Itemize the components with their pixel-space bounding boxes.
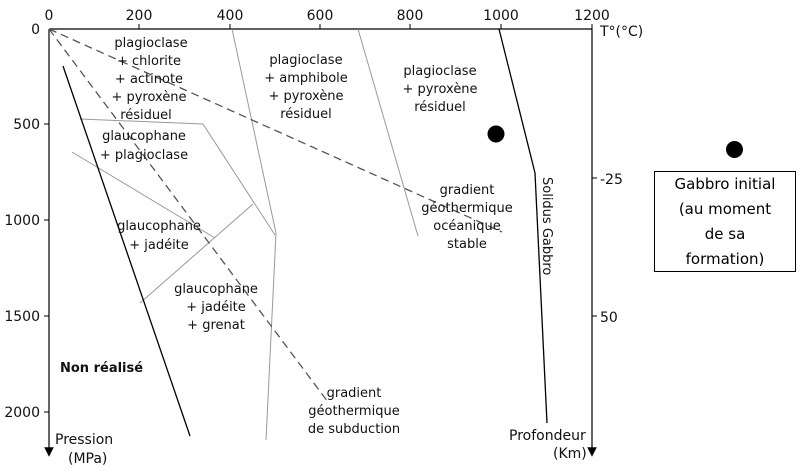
- svg-text:résiduel: résiduel: [414, 100, 466, 115]
- boundary-line: [139, 203, 254, 304]
- legend-line: (au moment: [678, 199, 772, 218]
- svg-text:+ grenat: + grenat: [187, 318, 245, 333]
- boundary-line: [231, 28, 277, 234]
- svg-text:gradient: gradient: [327, 386, 382, 401]
- non-realise-boundary: [62, 65, 191, 437]
- oceanic-gradient-label: gradient géothermique océanique stable: [421, 183, 512, 252]
- temperature-tick: 1000: [483, 8, 519, 24]
- pressure-tick: 1000: [4, 213, 40, 229]
- depth-tick: -25: [600, 172, 623, 188]
- svg-text:géothermique: géothermique: [421, 201, 512, 216]
- subduction-gradient-label: gradient géothermique de subduction: [308, 386, 400, 437]
- boundary-line: [79, 118, 276, 236]
- solidus-line: [498, 28, 548, 424]
- pressure-tick: 0: [31, 22, 40, 38]
- non-realise-label: Non réalisé: [60, 361, 143, 376]
- depth-axis-unit: (Km): [553, 446, 587, 462]
- pressure-axis-label: Pression: [55, 432, 113, 448]
- pressure-axis-unit: (MPa): [68, 451, 107, 467]
- svg-text:+ pyroxène: + pyroxène: [111, 90, 186, 105]
- legend-box: Gabbro initial (au moment de sa formatio…: [654, 171, 796, 272]
- svg-text:glaucophane: glaucophane: [174, 282, 258, 297]
- legend-line: de sa: [704, 224, 746, 243]
- gabbro-marker: [487, 125, 505, 143]
- temperature-tick: 800: [397, 8, 424, 24]
- pressure-tick: 500: [13, 117, 40, 133]
- boundary-line: [265, 232, 277, 441]
- legend-line: Gabbro initial: [674, 174, 776, 193]
- svg-text:océanique: océanique: [433, 219, 500, 234]
- temperature-tick: 200: [126, 8, 153, 24]
- zone-6-label: glaucophane + jadéite + grenat: [174, 282, 258, 333]
- svg-text:stable: stable: [447, 237, 487, 252]
- depth-tick: 50: [600, 310, 618, 326]
- boundary-line: [71, 151, 216, 239]
- svg-text:de subduction: de subduction: [308, 422, 400, 437]
- svg-text:plagioclase: plagioclase: [403, 64, 476, 79]
- zone-2-label: plagioclase + amphibole + pyroxène résid…: [264, 53, 348, 122]
- legend-line: formation): [685, 249, 765, 268]
- svg-text:glaucophane: glaucophane: [102, 129, 186, 144]
- svg-text:+ plagioclase: + plagioclase: [100, 148, 188, 163]
- legend-marker: [726, 141, 743, 158]
- depth-tick-marks: [592, 177, 597, 317]
- pressure-tick: 1500: [4, 309, 40, 325]
- svg-text:glaucophane: glaucophane: [117, 219, 201, 234]
- svg-text:gradient: gradient: [440, 183, 495, 198]
- boundary-line: [357, 28, 419, 237]
- svg-text:+ pyroxène: + pyroxène: [402, 82, 477, 97]
- svg-text:+ pyroxène: + pyroxène: [268, 89, 343, 104]
- temperature-tick: 600: [307, 8, 334, 24]
- svg-text:+ amphibole: + amphibole: [264, 71, 348, 86]
- svg-text:plagioclase: plagioclase: [269, 53, 342, 68]
- svg-text:+ chlorite: + chlorite: [117, 54, 181, 69]
- temperature-tick: 0: [45, 8, 54, 24]
- zone-1-label: plagioclase + chlorite + actinote + pyro…: [111, 36, 187, 123]
- zone-3-label: plagioclase + pyroxène résiduel: [402, 64, 477, 115]
- svg-text:plagioclase: plagioclase: [114, 36, 187, 51]
- svg-text:résiduel: résiduel: [280, 107, 332, 122]
- svg-text:+ jadéite: + jadéite: [129, 238, 189, 253]
- pressure-tick-marks: [44, 123, 49, 413]
- depth-axis-label: Profondeur: [509, 428, 586, 444]
- svg-text:géothermique: géothermique: [308, 404, 399, 419]
- temperature-tick-marks: [138, 24, 593, 29]
- svg-text:résiduel: résiduel: [120, 108, 172, 123]
- zone-5-label: glaucophane + jadéite: [117, 219, 201, 253]
- pressure-tick: 2000: [4, 405, 40, 421]
- solidus-label: Solidus Gabbro: [539, 177, 554, 275]
- reaction-boundaries: [71, 28, 419, 441]
- temperature-tick: 400: [217, 8, 244, 24]
- oceanic-gradient-line: [48, 28, 503, 233]
- svg-text:+ jadéite: + jadéite: [186, 300, 246, 315]
- zone-4-label: glaucophane + plagioclase: [100, 129, 188, 163]
- svg-text:+ actinote: + actinote: [115, 72, 183, 87]
- temperature-tick: 1200: [574, 8, 610, 24]
- temperature-axis-label: T°(°C): [599, 24, 643, 40]
